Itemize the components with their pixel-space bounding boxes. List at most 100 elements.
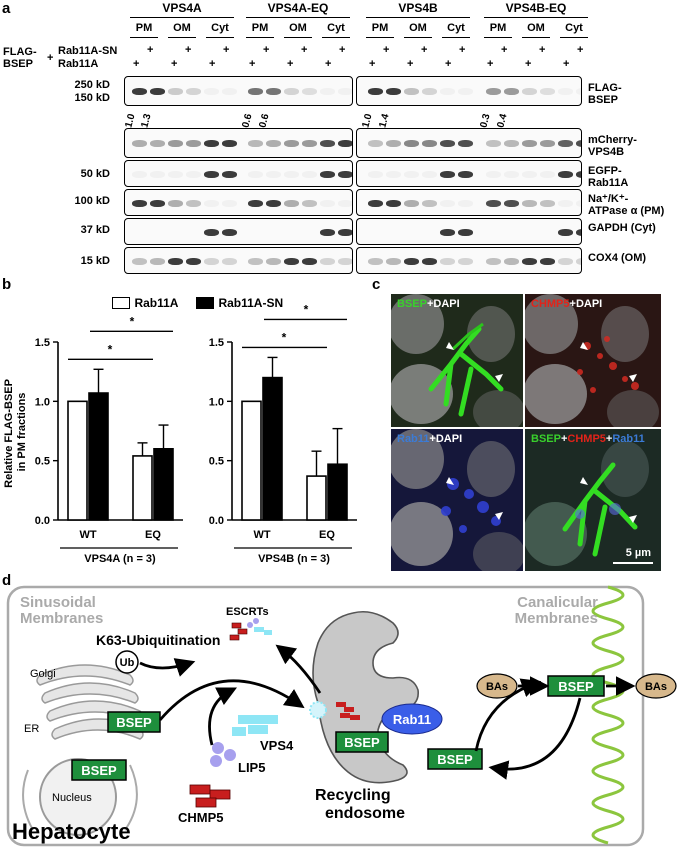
plus-rab11a: + bbox=[445, 58, 452, 70]
fraction-label: OM bbox=[527, 22, 545, 34]
blot-band bbox=[504, 140, 519, 147]
fraction-label: Cyt bbox=[565, 22, 583, 34]
blot-band bbox=[368, 257, 383, 265]
arrow-back-to-rab11 bbox=[488, 697, 582, 780]
marker-250: 250 kD bbox=[74, 79, 110, 91]
bsep-box-rab11 bbox=[427, 748, 483, 770]
y-tick-label: 0.0 bbox=[35, 515, 50, 527]
x-category-label: EQ bbox=[319, 529, 335, 541]
blot-band bbox=[458, 199, 473, 207]
blot-band bbox=[540, 199, 555, 207]
blot-band bbox=[168, 88, 183, 95]
cell-border bbox=[6, 585, 645, 847]
escrts-on-endosome bbox=[309, 701, 360, 720]
blot-band bbox=[338, 199, 352, 207]
blot-band bbox=[422, 140, 437, 147]
plus-rab11a: + bbox=[369, 58, 376, 70]
plus-rab11a: + bbox=[407, 58, 414, 70]
blot-band bbox=[150, 257, 165, 265]
label-recycling-line2: endosome bbox=[325, 805, 405, 822]
plus-rab11a: + bbox=[525, 58, 532, 70]
panel-label-d: d bbox=[2, 572, 12, 589]
blot-band bbox=[458, 170, 473, 178]
group-underline bbox=[366, 17, 470, 18]
blot-band bbox=[386, 257, 401, 265]
blot-band bbox=[222, 199, 237, 207]
group-header: VPS4B bbox=[398, 1, 438, 15]
blot-band bbox=[204, 88, 219, 95]
blot-band bbox=[320, 170, 335, 178]
blot-band bbox=[186, 140, 201, 147]
lip5-complex bbox=[210, 742, 236, 767]
blot-band bbox=[338, 228, 352, 236]
blot-strip bbox=[356, 160, 582, 187]
plus-rab11a-sn: + bbox=[577, 44, 584, 56]
blot-target-label: mCherry- VPS4B bbox=[588, 134, 637, 158]
blot-band bbox=[284, 170, 299, 178]
legend-rab11a: Rab11A bbox=[112, 294, 178, 312]
plus-rab11a-sn: + bbox=[223, 44, 230, 56]
label-bsep: BSEP bbox=[344, 735, 380, 750]
legend-rab11a-sn: Rab11A-SN bbox=[196, 294, 283, 312]
label-lip5: LIP5 bbox=[238, 760, 265, 775]
blot-band bbox=[558, 228, 573, 236]
x-axis-title: VPS4A (n = 3) bbox=[84, 553, 156, 565]
blot-band bbox=[422, 170, 437, 178]
plus-rab11a: + bbox=[209, 58, 216, 70]
label-recycling-line1: Recycling bbox=[315, 787, 391, 804]
significance-star: * bbox=[282, 330, 287, 344]
blot-band bbox=[404, 199, 419, 207]
y-tick-label: 0.5 bbox=[35, 456, 50, 468]
blot-strip bbox=[356, 128, 582, 158]
blot-band bbox=[558, 140, 573, 147]
blot-band bbox=[458, 228, 473, 236]
fraction-underline bbox=[484, 37, 512, 38]
fraction-underline bbox=[522, 37, 550, 38]
label-bsep: BSEP bbox=[116, 715, 152, 730]
plus-rab11a-sn: + bbox=[339, 44, 346, 56]
label-sinusoidal-line2: Membranes bbox=[20, 610, 103, 627]
blot-band bbox=[558, 88, 573, 95]
blot-band bbox=[150, 140, 165, 147]
label-escrts: ESCRTs bbox=[226, 606, 269, 618]
blot-band bbox=[458, 140, 473, 147]
micrograph-rab11-dapi: Rab11+DAPI bbox=[391, 429, 523, 571]
blot-band bbox=[440, 140, 455, 147]
blot-band bbox=[150, 199, 165, 207]
blot-target-label: EGFP- Rab11A bbox=[588, 165, 629, 189]
label-nucleus: Nucleus bbox=[52, 792, 92, 804]
y-tick-label: 1.0 bbox=[35, 396, 50, 408]
label-bsep: BSEP bbox=[558, 679, 594, 694]
label-bas: BAs bbox=[486, 681, 508, 693]
quant-label: 0.6 bbox=[240, 112, 255, 129]
escrts-cluster bbox=[229, 618, 272, 641]
blot-band bbox=[302, 257, 317, 265]
plus-rab11a-sn: + bbox=[539, 44, 546, 56]
plus-rab11a: + bbox=[487, 58, 494, 70]
fraction-underline bbox=[246, 37, 274, 38]
group-underline bbox=[130, 17, 234, 18]
row-label-rab11a: Rab11A bbox=[58, 58, 99, 70]
plus-rab11a-sn: + bbox=[383, 44, 390, 56]
blot-band bbox=[422, 88, 437, 95]
blot-band bbox=[540, 88, 555, 95]
blot-band bbox=[576, 88, 581, 95]
fraction-label: PM bbox=[135, 22, 153, 34]
vps4-complex bbox=[232, 715, 278, 736]
y-tick-label: 1.0 bbox=[209, 396, 224, 408]
blot-band bbox=[320, 140, 335, 147]
blot-band bbox=[504, 88, 519, 95]
x-category-label: WT bbox=[253, 529, 270, 541]
micrograph-image bbox=[525, 441, 653, 566]
label-bsep: BSEP bbox=[81, 763, 117, 778]
arrows bbox=[139, 644, 636, 780]
bar bbox=[67, 400, 88, 521]
blot-band bbox=[504, 170, 519, 178]
blot-target-label: Na⁺/K⁺- ATPase α (PM) bbox=[588, 193, 665, 217]
label-chmp5: CHMP5 bbox=[567, 433, 606, 445]
blot-band bbox=[422, 199, 437, 207]
group-underline bbox=[484, 17, 588, 18]
fraction-underline bbox=[560, 37, 588, 38]
micrograph-bsep-dapi: BSEP+DAPI bbox=[391, 294, 523, 427]
blot-band bbox=[458, 257, 473, 265]
